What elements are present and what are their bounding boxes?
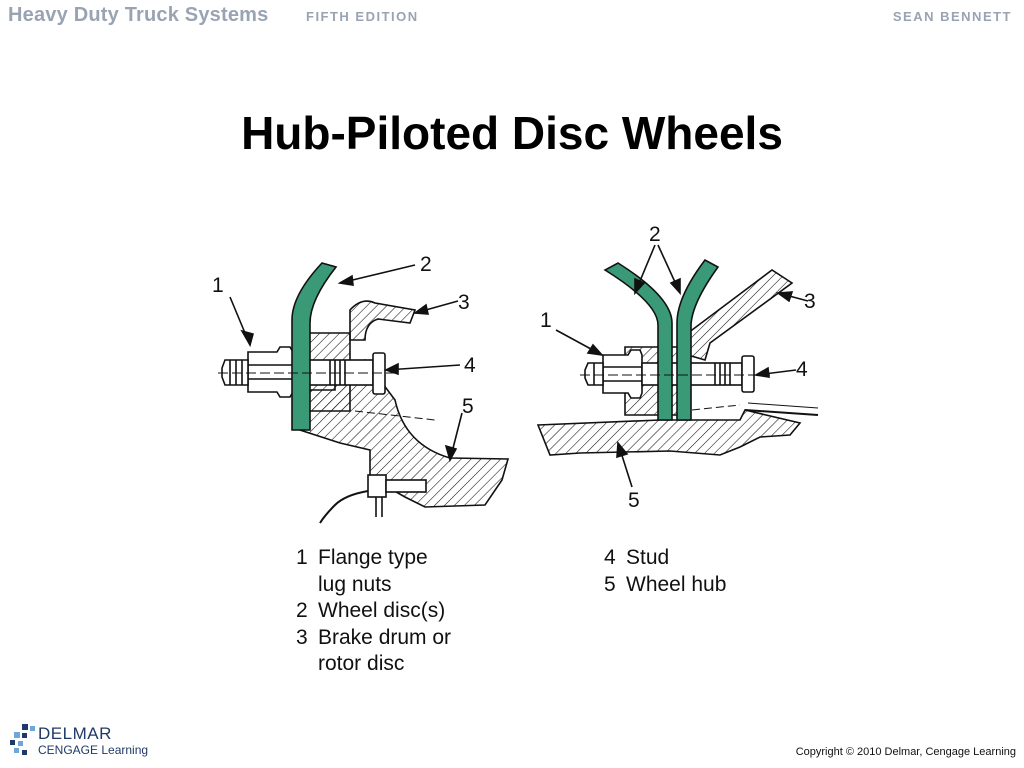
legend-number: 1 [296,546,308,569]
legend-number: 3 [296,625,308,649]
right-callout-3: 3 [804,290,816,313]
legend-number: 4 [604,546,616,569]
left-callout-2: 2 [420,253,432,276]
right-wheel-disc-outer [603,262,673,421]
delmar-dots-icon [10,724,35,755]
legend-item: 1 Flange type [296,545,451,572]
left-assembly [218,262,510,524]
left-callout-5: 5 [462,395,474,418]
legend-item: 5 Wheel hub [604,572,726,599]
legend-right: 4 Stud 5 Wheel hub [604,545,726,598]
right-stud-head [741,355,755,393]
legend-item-continued: lug nuts [296,572,451,599]
right-stud [641,362,743,386]
right-callout-5: 5 [628,489,640,512]
left-wheel-disc [291,262,338,431]
right-callout-1: 1 [540,309,552,332]
left-lug-nut [247,346,294,398]
legend-left: 1 Flange type lug nuts 2 Wheel disc(s) 3 Br… [296,545,451,678]
legend-text: Stud [626,546,670,569]
legend-text: Wheel hub [626,572,727,596]
legend-text: Brake drum or [318,625,452,649]
header-author: SEAN BENNETT [892,9,1012,24]
legend-item: 3 Brake drum or [296,625,451,652]
header-book-title: Heavy Duty Truck Systems [8,4,269,26]
left-callouts: 1 2 3 4 5 [212,253,476,418]
legend-item: 2 Wheel disc(s) [296,598,451,625]
left-callout-3: 3 [458,291,470,314]
legend-text: lug nuts [318,572,392,596]
legend-item-continued: rotor disc [296,651,451,678]
legend-text: Flange type [318,546,428,569]
right-callouts: 1 2 3 4 5 [540,223,816,512]
publisher-name: DELMAR [38,724,112,743]
slide-title: Hub-Piloted Disc Wheels [241,107,783,159]
header-edition: FIFTH EDITION [306,9,419,24]
right-lug-nut [602,349,643,399]
publisher-subtitle: CENGAGE Learning [38,743,149,757]
right-assembly [536,244,819,488]
legend-text: Wheel disc(s) [318,599,446,622]
left-callout-1: 1 [212,274,224,297]
legend-number: 2 [296,599,308,622]
copyright-notice: Copyright © 2010 Delmar, Cengage Learnin… [795,746,1016,758]
legend-item: 4 Stud [604,545,726,572]
left-brake-drum [349,300,417,341]
legend-number: 5 [604,572,616,596]
hub-piloted-wheel-diagram: 1 2 3 4 5 [212,223,819,524]
left-callout-4: 4 [464,354,476,377]
right-callout-2: 2 [649,223,661,246]
legend-text: rotor disc [318,652,405,675]
right-callout-4: 4 [796,358,808,381]
right-wheel-disc-inner [676,258,720,421]
right-wheel-hub [536,409,802,456]
